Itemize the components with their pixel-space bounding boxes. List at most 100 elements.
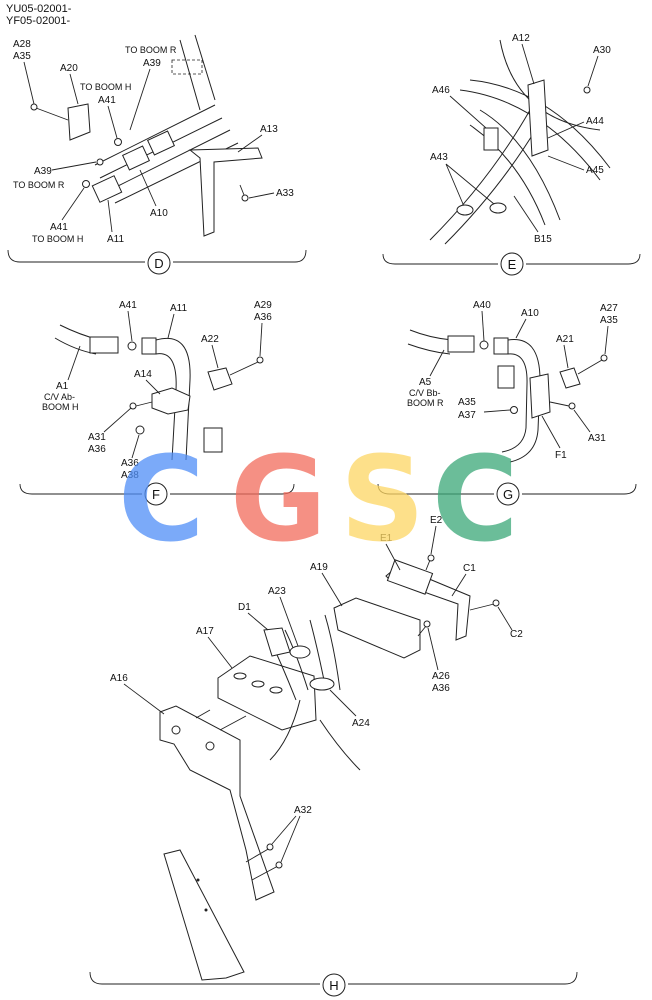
section-d-bracket: [7, 249, 307, 263]
bolt-head-a32-2: [275, 861, 283, 869]
label-e2: E2: [430, 515, 443, 526]
bolt-c2: [469, 603, 495, 611]
label-a21: A21: [556, 334, 574, 345]
leader-a17: [207, 636, 233, 669]
bolt-head-a33: [241, 194, 249, 202]
plate-hole-2: [205, 741, 215, 751]
leader-a24: [329, 689, 357, 717]
label-cv-bb: C/V Bb-: [409, 388, 441, 398]
bolt-head-c2: [492, 599, 500, 607]
section-g-bracket: [377, 483, 637, 495]
watermark-letter-4: C: [432, 430, 519, 568]
plate-hole-1: [171, 725, 181, 735]
label-a40: A40: [473, 300, 491, 311]
bolt-a29: [229, 361, 259, 376]
oring-a41-bottom: [82, 180, 90, 188]
bolt-e2: [425, 559, 431, 571]
clamp-a21: [559, 367, 581, 389]
watermark-letter-1: C: [118, 430, 205, 568]
label-a41-f: A41: [119, 300, 137, 311]
section-d-view: D A28 A35 A20 TO BOOM R A39 TO BOO: [7, 34, 307, 275]
bolt-head-a26: [423, 620, 431, 628]
section-e-bracket: [382, 253, 641, 265]
label-a26: A26: [432, 671, 450, 682]
label-a27: A27: [600, 303, 618, 314]
label-to-boom-h-top: TO BOOM H: [80, 82, 131, 92]
oring-a41-top: [114, 138, 122, 146]
label-boom-r-g: BOOM R: [407, 398, 444, 408]
rivet-1: [196, 878, 200, 882]
watermark-letter-3: S: [340, 430, 425, 568]
leader-a40: [481, 310, 485, 342]
leader-a38: [131, 434, 140, 459]
leader-a44: [547, 121, 585, 139]
section-d-letter: D: [154, 256, 163, 271]
label-a31-f: A31: [88, 432, 106, 443]
section-f-view: F A41 A11 A29 A36 A22 A14 A1 C/V Ab-: [19, 300, 295, 506]
bolt-a31-g-shaft: [549, 401, 570, 407]
label-a16: A16: [110, 673, 128, 684]
label-a29: A29: [254, 300, 272, 311]
clamp-g-block: [497, 365, 515, 389]
leader-a28: [23, 61, 35, 105]
bolt-head-e2: [427, 554, 435, 562]
clamp-a22-lower: [203, 427, 223, 453]
label-a39-left: A39: [34, 166, 52, 177]
label-a17: A17: [196, 626, 214, 637]
leader-a29: [259, 322, 263, 357]
leader-a37: [483, 409, 511, 413]
watermark-letter-2: G: [230, 430, 327, 568]
clamp-a22: [207, 367, 233, 391]
fitting-a11: [91, 175, 123, 203]
label-a10-d: A10: [150, 208, 168, 219]
oring-a40: [479, 340, 489, 350]
leader-a12: [521, 43, 535, 85]
section-f-bracket: [19, 483, 295, 495]
bracket-a13: [188, 147, 263, 237]
bolt-head-a32-1: [266, 843, 274, 851]
label-f1: F1: [555, 450, 567, 461]
label-to-boom-r-top: TO BOOM R: [125, 45, 177, 55]
boom-r-outline: [171, 59, 203, 75]
label-a14: A14: [134, 369, 152, 380]
clamp-a46: [483, 127, 499, 151]
bolt-head-a29: [256, 356, 264, 364]
leader-a41-f: [127, 310, 133, 342]
label-a20: A20: [60, 63, 78, 74]
section-e-badge: [500, 252, 524, 276]
label-a22: A22: [201, 334, 219, 345]
bolt-a27: [577, 359, 603, 375]
clamp-a43-1: [456, 204, 474, 216]
leader-a39-left: [51, 161, 97, 171]
section-e-letter: E: [508, 257, 517, 272]
nut-a38: [135, 425, 145, 435]
leader-a5: [429, 349, 445, 377]
leader-b15: [513, 195, 539, 233]
bolt-head-a28: [30, 103, 38, 111]
label-a11-d: A11: [107, 234, 124, 245]
leader-a22: [211, 344, 219, 369]
label-a32: A32: [294, 805, 312, 816]
label-a36-low-f: A36: [121, 458, 139, 469]
bracket-a12: [527, 79, 549, 157]
label-to-boom-r-left: TO BOOM R: [13, 180, 65, 190]
leader-c2: [497, 606, 513, 631]
label-a13: A13: [260, 124, 278, 135]
leader-a43: [445, 163, 495, 205]
nut-a37: [510, 406, 518, 414]
section-h-badge: [322, 973, 346, 997]
bracket-a20: [67, 103, 91, 141]
label-c1: C1: [463, 563, 476, 574]
label-a39-top: A39: [143, 58, 161, 69]
fitting-a10-g: [493, 337, 509, 355]
bolt-head-a27: [600, 354, 608, 362]
section-h-letter: H: [329, 978, 338, 993]
leader-a14: [145, 379, 161, 395]
fitting-upper: [146, 130, 176, 156]
boom-frame: [179, 34, 216, 111]
label-a36-top-f: A36: [254, 312, 272, 323]
rivet-2: [204, 908, 208, 912]
label-a35-mid-g: A35: [458, 397, 476, 408]
section-d-badge: [147, 251, 171, 275]
